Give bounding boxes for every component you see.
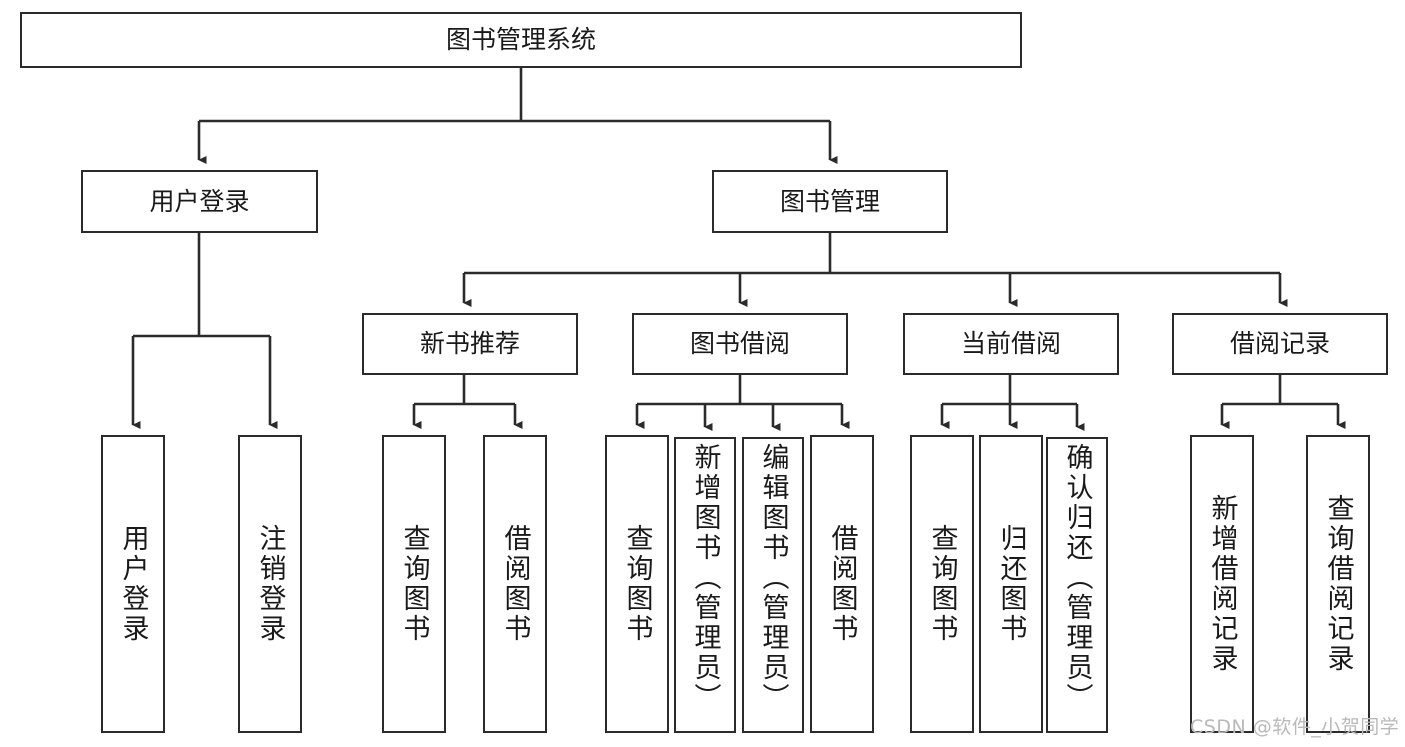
node-user-login[interactable]: 用户登录	[81, 170, 318, 233]
node-leaf-user-login-label: 用户登录	[117, 524, 149, 644]
node-book-management-label: 图书管理	[779, 186, 880, 216]
node-leaf-query-book-2-label: 查询图书	[621, 524, 653, 644]
node-leaf-borrow-book-1-label: 借阅图书	[499, 524, 531, 644]
node-leaf-borrow-book-2-label: 借阅图书	[826, 524, 858, 644]
node-leaf-edit-book-admin[interactable]: 编辑图书（管理员）	[742, 437, 804, 733]
node-leaf-query-borrow-record[interactable]: 查询借阅记录	[1306, 435, 1370, 733]
node-leaf-query-book-2[interactable]: 查询图书	[605, 435, 669, 733]
node-leaf-add-borrow-record-label: 新增借阅记录	[1206, 494, 1238, 674]
node-user-login-label: 用户登录	[149, 186, 250, 216]
node-leaf-logout[interactable]: 注销登录	[238, 435, 302, 733]
node-new-book-recommend-label: 新书推荐	[419, 329, 520, 359]
node-new-book-recommend[interactable]: 新书推荐	[362, 313, 578, 375]
node-leaf-query-borrow-record-label: 查询借阅记录	[1322, 494, 1354, 674]
node-leaf-return-book[interactable]: 归还图书	[979, 435, 1043, 733]
node-leaf-query-book-1[interactable]: 查询图书	[382, 435, 446, 733]
node-book-borrow[interactable]: 图书借阅	[632, 313, 848, 375]
node-leaf-confirm-return-admin[interactable]: 确认归还（管理员）	[1046, 437, 1108, 733]
node-leaf-add-book-admin-label: 新增图书（管理员）	[689, 443, 721, 713]
node-current-borrow[interactable]: 当前借阅	[903, 313, 1119, 375]
node-leaf-add-borrow-record[interactable]: 新增借阅记录	[1190, 435, 1254, 733]
node-borrow-records[interactable]: 借阅记录	[1172, 313, 1388, 375]
node-current-borrow-label: 当前借阅	[960, 329, 1061, 359]
node-borrow-records-label: 借阅记录	[1229, 329, 1330, 359]
node-leaf-query-book-3-label: 查询图书	[926, 524, 958, 644]
node-leaf-user-login[interactable]: 用户登录	[101, 435, 165, 733]
node-leaf-return-book-label: 归还图书	[995, 524, 1027, 644]
node-root-label: 图书管理系统	[445, 25, 596, 55]
node-book-borrow-label: 图书借阅	[689, 329, 790, 359]
node-leaf-query-book-3[interactable]: 查询图书	[910, 435, 974, 733]
node-leaf-logout-label: 注销登录	[254, 524, 286, 644]
node-leaf-edit-book-admin-label: 编辑图书（管理员）	[757, 443, 789, 713]
node-root[interactable]: 图书管理系统	[20, 12, 1022, 68]
node-leaf-borrow-book-1[interactable]: 借阅图书	[483, 435, 547, 733]
csdn-watermark: CSDN @软件_小贺同学	[1190, 716, 1400, 738]
node-book-management[interactable]: 图书管理	[712, 170, 948, 233]
node-leaf-confirm-return-admin-label: 确认归还（管理员）	[1061, 443, 1093, 713]
node-leaf-borrow-book-2[interactable]: 借阅图书	[810, 435, 874, 733]
node-leaf-add-book-admin[interactable]: 新增图书（管理员）	[674, 437, 736, 733]
node-leaf-query-book-1-label: 查询图书	[398, 524, 430, 644]
